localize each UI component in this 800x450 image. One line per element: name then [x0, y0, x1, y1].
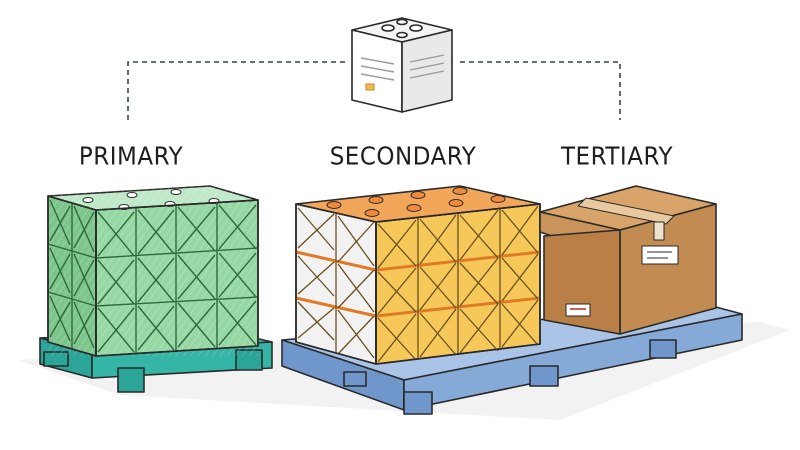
primary-pallet-illustration — [39, 185, 273, 393]
label-primary: PRIMARY — [78, 142, 184, 171]
label-tertiary: TERTIARY — [560, 142, 674, 171]
connector-left — [127, 61, 345, 120]
label-secondary: SECONDARY — [329, 142, 477, 171]
hierarchy-connector-lines — [127, 61, 621, 120]
cardboard-box-icon — [539, 185, 717, 335]
secondary-tertiary-pallet-illustration — [281, 185, 743, 415]
packaged-unit-icon — [351, 17, 453, 113]
connector-right — [460, 61, 621, 120]
